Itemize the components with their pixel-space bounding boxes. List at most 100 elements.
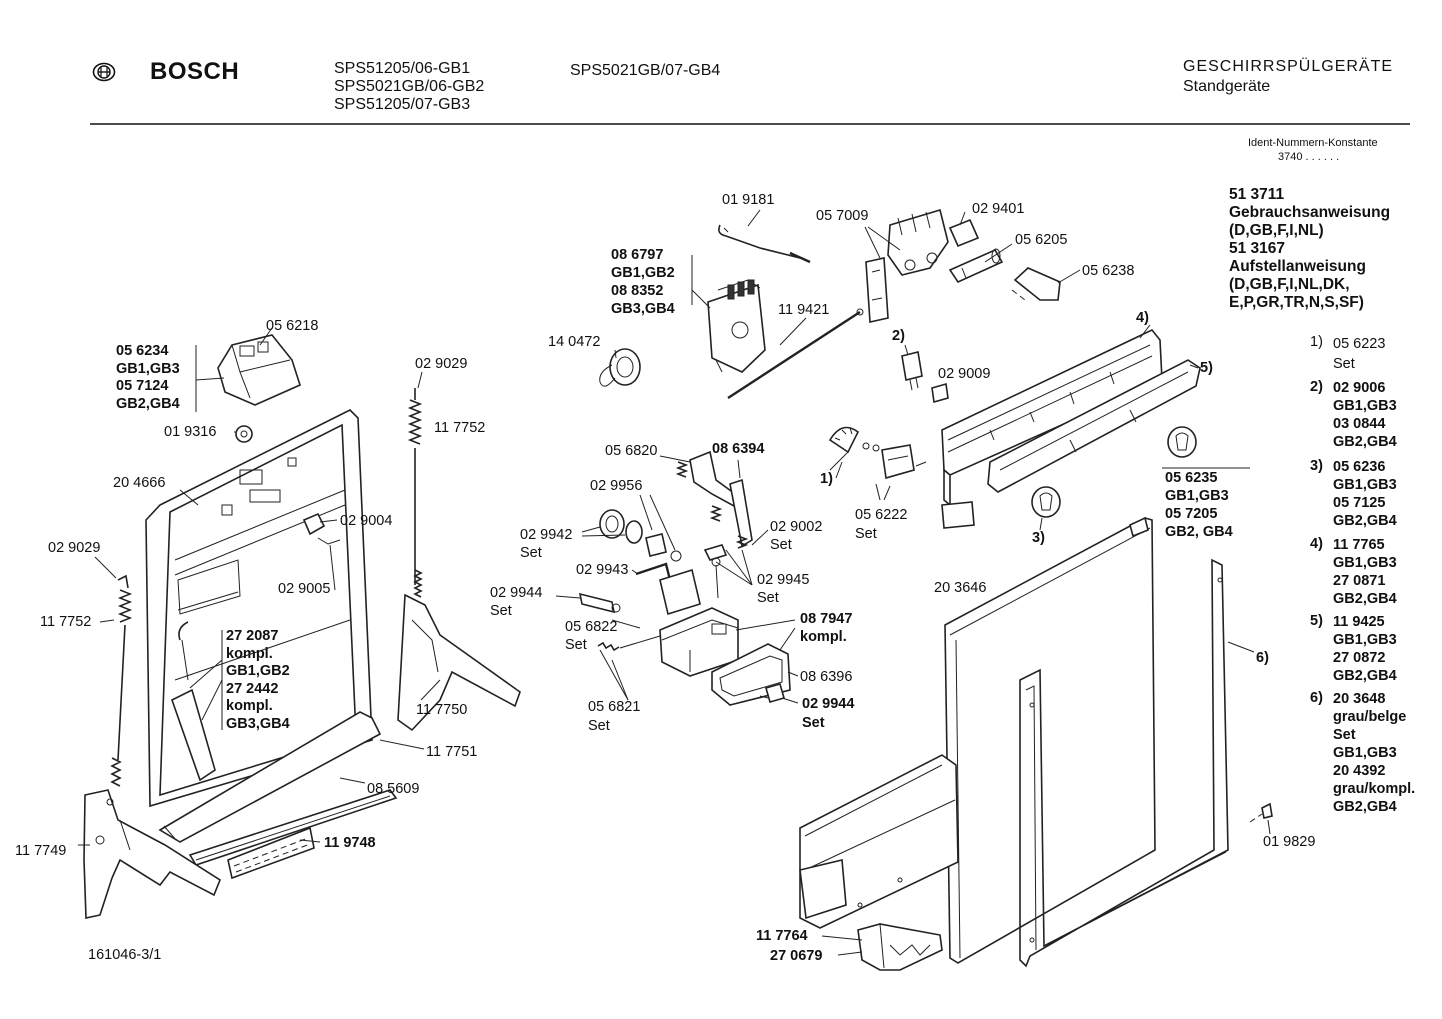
note-text: 05 6223 Set — [1333, 334, 1385, 374]
note-line: 20 4392 — [1333, 763, 1386, 779]
note-line: Set — [1333, 727, 1356, 743]
part-label: GB2,GB4 — [116, 395, 180, 412]
part-label: 27 2087 — [226, 628, 279, 644]
timer-switch — [707, 279, 766, 373]
note-line: 11 7765 — [1333, 537, 1385, 553]
part-label: Set — [520, 545, 542, 561]
part-label: 05 6205 — [1015, 232, 1068, 248]
doc-line: E,P,GR,TR,N,S,SF) — [1229, 294, 1364, 311]
lever-056238 — [1011, 267, 1061, 301]
note-line: 27 0871 — [1333, 573, 1386, 589]
part-label-group: 05 6821 Set — [588, 698, 640, 736]
note-num: 5) — [1310, 613, 1323, 629]
part-label: 27 2442 — [226, 680, 279, 697]
door-springs-left — [110, 388, 423, 787]
part-label: 08 6797 — [611, 247, 664, 263]
note-line: 27 0872 — [1333, 650, 1386, 666]
part-label: kompl. — [800, 629, 847, 645]
part-label: 02 9945 — [757, 572, 810, 588]
part-label: 05 6820 — [605, 443, 658, 459]
part-label: 20 4666 — [113, 475, 166, 491]
part-label: Set — [565, 637, 587, 653]
part-label: 02 9943 — [576, 562, 629, 578]
dial-056223 — [828, 426, 880, 471]
note-line: 05 7125 — [1333, 495, 1386, 511]
cylinder-056205 — [948, 248, 1004, 284]
part-label: GB1,GB3 — [1165, 488, 1229, 504]
part-label: 02 9029 — [48, 540, 101, 556]
part-label: Set — [588, 718, 610, 734]
callout-number: 5) — [1200, 360, 1213, 376]
leader-lines — [78, 209, 1271, 956]
note-text: 02 9006 GB1,GB3 03 0844 GB2,GB4 — [1333, 379, 1397, 451]
documents-list: 51 3711 Gebrauchsanweisung (D,GB,F,I,NL)… — [1229, 186, 1390, 312]
inner-door-panel — [145, 409, 373, 808]
part-label: 05 6821 — [588, 699, 641, 715]
model-item-2: SPS5021GB/07-GB4 — [570, 62, 721, 79]
callout-number: 1) — [820, 471, 833, 487]
note-line: GB1,GB3 — [1333, 745, 1397, 761]
part-label: Set — [490, 603, 512, 619]
note-line: grau/kompl. — [1333, 781, 1416, 797]
dispenser-unit-left — [217, 334, 301, 443]
note-line: GB2,GB4 — [1333, 513, 1397, 529]
callout-number: 2) — [892, 328, 905, 344]
part-label: 05 6235 — [1165, 470, 1218, 486]
note-text: 20 3648 grau/belge Set GB1,GB3 20 4392 g… — [1333, 690, 1415, 816]
part-label: 02 9002 — [770, 519, 823, 535]
part-label: kompl. — [226, 698, 273, 714]
screw-019829 — [1249, 802, 1273, 823]
note-line: grau/belge — [1333, 709, 1407, 725]
note-line: 02 9006 — [1333, 380, 1386, 396]
part-label: 05 6218 — [266, 318, 319, 334]
note-text: 05 6236 GB1,GB3 05 7125 GB2,GB4 — [1333, 458, 1397, 530]
clip-parts — [302, 512, 341, 545]
model-item: SPS51205/07-GB3 — [334, 96, 471, 113]
doc-line: Gebrauchsanweisung — [1229, 204, 1391, 221]
part-label: 01 9181 — [722, 192, 775, 208]
doc-line: (D,GB,F,I,NL) — [1229, 222, 1324, 239]
door-frame-6 — [1019, 558, 1229, 968]
doc-line: 51 3711 — [1229, 186, 1285, 203]
note-num: 2) — [1310, 379, 1323, 395]
part-label: 02 9004 — [340, 513, 393, 529]
note-line: GB1,GB3 — [1333, 555, 1397, 571]
part-label-group: 08 6797 GB1,GB2 08 8352 GB3,GB4 — [611, 246, 675, 318]
rod-119421 — [727, 308, 864, 400]
part-label: 11 7751 — [426, 744, 478, 760]
bottom-rail — [158, 711, 398, 866]
hinge-left — [83, 789, 221, 919]
part-label: GB3,GB4 — [226, 715, 290, 732]
bosch-logo-icon — [92, 62, 116, 82]
part-label: 08 7947 — [800, 611, 853, 627]
part-label: GB1,GB2 — [226, 663, 290, 679]
switch-029009 — [901, 351, 949, 404]
part-label: GB1,GB3 — [116, 360, 180, 377]
part-label: Set — [757, 590, 779, 606]
note-line: GB2,GB4 — [1333, 799, 1397, 815]
handle-5 — [987, 359, 1201, 493]
part-label: 27 0679 — [770, 948, 823, 964]
note-line: 05 6223 — [1333, 336, 1386, 352]
part-label: 05 6238 — [1082, 263, 1135, 279]
part-label: 14 0472 — [548, 334, 601, 350]
drawing-number: 161046-3/1 — [88, 947, 162, 963]
kick-panel — [799, 754, 959, 929]
outer-door-panel — [944, 516, 1156, 964]
part-label: 11 7764 — [756, 928, 808, 944]
part-label: 08 6396 — [800, 669, 853, 685]
category-subtitle: Standgeräte — [1183, 78, 1271, 95]
ident-label: Ident-Nummern-Konstante — [1248, 137, 1378, 149]
note-line: GB2,GB4 — [1333, 434, 1397, 450]
part-label: 11 9748 — [324, 835, 376, 851]
part-label: Set — [802, 715, 825, 731]
part-label: 02 9942 — [520, 527, 573, 543]
part-label-group: 02 9002 Set — [770, 518, 822, 554]
knob-parts — [1031, 426, 1197, 518]
note-line: GB2,GB4 — [1333, 668, 1397, 684]
part-label: 05 7205 — [1165, 506, 1218, 522]
model-item: SPS5021GB/06-GB2 — [334, 78, 485, 95]
part-label: 02 9944 — [490, 585, 543, 601]
note-line: GB1,GB3 — [1333, 632, 1397, 648]
